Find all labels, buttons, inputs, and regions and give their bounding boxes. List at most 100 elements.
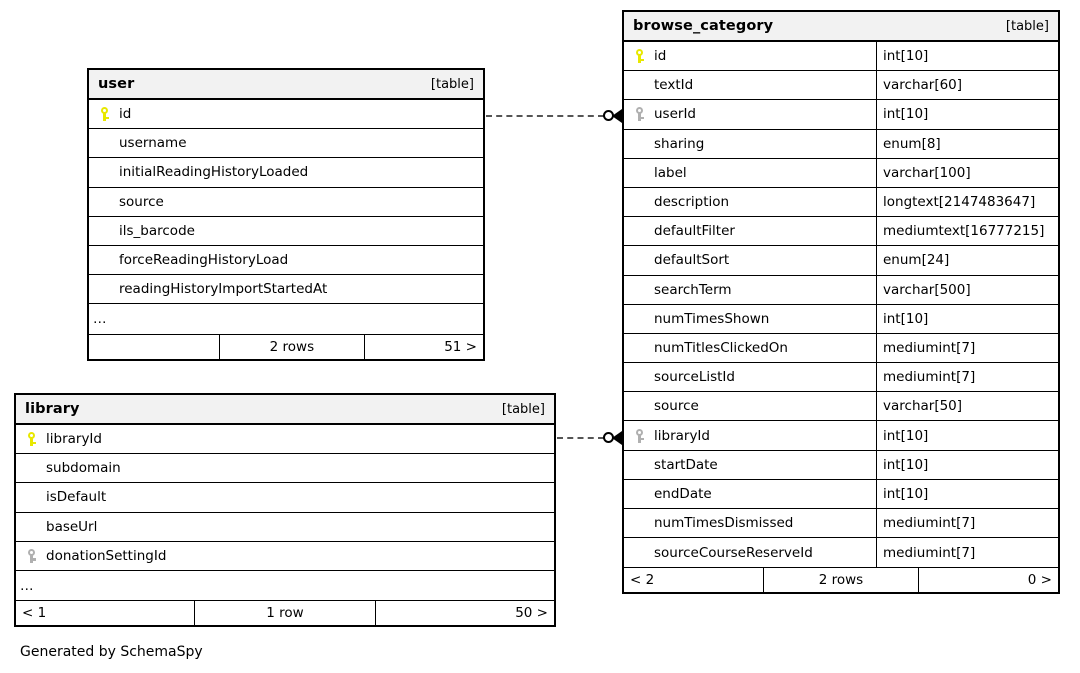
- table-row[interactable]: numTitlesClickedOn mediumint[7]: [624, 333, 1058, 364]
- table-row[interactable]: numTimesDismissed mediumint[7]: [624, 509, 1058, 539]
- table-library-footer: < 1 1 row 50 >: [16, 600, 554, 626]
- table-row[interactable]: textId varchar[60]: [624, 71, 1058, 101]
- table-row[interactable]: username: [89, 129, 483, 159]
- primary-key-icon: [95, 106, 115, 122]
- table-row[interactable]: userId int[10]: [624, 100, 1058, 130]
- column-label: textId: [654, 77, 694, 94]
- table-library-header: library [table]: [16, 395, 554, 425]
- no-key-icon: [630, 136, 650, 152]
- column-name-cell: source: [89, 188, 483, 216]
- column-type-cell: mediumint[7]: [876, 509, 1058, 538]
- table-browse-category[interactable]: browse_category [table] id int[10] textI…: [622, 10, 1060, 595]
- column-label: id: [119, 106, 132, 123]
- column-label: description: [654, 194, 730, 211]
- column-type-cell: int[10]: [876, 450, 1058, 479]
- column-type-cell: enum[24]: [876, 246, 1058, 275]
- no-key-icon: [630, 340, 650, 356]
- table-library[interactable]: library [table] libraryId subdomain: [14, 393, 556, 628]
- column-type-cell: mediumint[7]: [876, 333, 1058, 363]
- column-label: id: [654, 48, 667, 65]
- no-key-icon: [95, 223, 115, 239]
- prev-page-button[interactable]: [89, 335, 219, 359]
- table-row[interactable]: libraryId int[10]: [624, 421, 1058, 451]
- table-row[interactable]: sourceListId mediumint[7]: [624, 363, 1058, 393]
- table-row[interactable]: endDate int[10]: [624, 479, 1058, 509]
- table-row[interactable]: id int[10]: [624, 42, 1058, 72]
- column-type-cell: varchar[100]: [876, 158, 1058, 187]
- table-row[interactable]: sourceCourseReserveId mediumint[7]: [624, 538, 1058, 568]
- column-name-cell: ils_barcode: [89, 217, 483, 245]
- column-name-cell: username: [89, 129, 483, 157]
- table-browse-category-tag: [table]: [1005, 18, 1049, 34]
- relationship-line: [486, 115, 604, 117]
- table-row[interactable]: defaultFilter mediumtext[16777215]: [624, 217, 1058, 247]
- column-name-cell: id: [624, 42, 876, 70]
- table-row[interactable]: source: [89, 188, 483, 217]
- table-row[interactable]: forceReadingHistoryLoad: [89, 246, 483, 276]
- no-key-icon: [630, 398, 650, 414]
- table-library-columns: libraryId subdomain isDefault baseUrl: [16, 425, 554, 600]
- column-type-cell: int[10]: [876, 479, 1058, 508]
- table-row[interactable]: ils_barcode: [89, 217, 483, 246]
- table-row[interactable]: description longtext[2147483647]: [624, 187, 1058, 218]
- more-columns-row[interactable]: …: [89, 304, 483, 333]
- no-key-icon: [630, 369, 650, 385]
- table-row[interactable]: donationSettingId: [16, 542, 554, 571]
- no-key-icon: [95, 281, 115, 297]
- no-key-icon: [630, 457, 650, 473]
- table-row[interactable]: id: [89, 100, 483, 130]
- table-row[interactable]: readingHistoryImportStartedAt: [89, 275, 483, 305]
- table-row[interactable]: startDate int[10]: [624, 450, 1058, 480]
- column-name-cell: numTitlesClickedOn: [624, 334, 876, 362]
- table-row[interactable]: sharing enum[8]: [624, 129, 1058, 159]
- column-name-cell: userId: [624, 100, 876, 128]
- more-columns-row[interactable]: …: [16, 571, 554, 600]
- column-label: userId: [654, 106, 696, 123]
- column-name-cell: textId: [624, 71, 876, 99]
- column-type-cell: varchar[60]: [876, 71, 1058, 100]
- no-key-icon: [95, 164, 115, 180]
- column-type-cell: int[10]: [876, 42, 1058, 71]
- column-label: source: [654, 398, 699, 415]
- column-name-cell: defaultFilter: [624, 217, 876, 245]
- table-row[interactable]: subdomain: [16, 454, 554, 484]
- column-label: sharing: [654, 135, 705, 152]
- table-browse-category-columns: id int[10] textId varchar[60] userId: [624, 42, 1058, 568]
- generated-by-caption: Generated by SchemaSpy: [20, 644, 203, 660]
- table-row[interactable]: label varchar[100]: [624, 158, 1058, 188]
- no-key-icon: [22, 489, 42, 505]
- no-key-icon: [630, 77, 650, 93]
- column-type-cell: varchar[50]: [876, 392, 1058, 421]
- column-type-cell: int[10]: [876, 100, 1058, 129]
- column-label: defaultSort: [654, 252, 730, 269]
- column-name-cell: subdomain: [16, 454, 554, 482]
- column-label: isDefault: [46, 489, 107, 506]
- prev-page-button[interactable]: < 1: [22, 605, 47, 622]
- table-row[interactable]: source varchar[50]: [624, 392, 1058, 422]
- column-name-cell: isDefault: [16, 483, 554, 511]
- table-row[interactable]: baseUrl: [16, 513, 554, 542]
- foreign-key-icon: [630, 428, 650, 444]
- table-row[interactable]: defaultSort enum[24]: [624, 246, 1058, 276]
- next-page-button[interactable]: 0 >: [1027, 572, 1052, 589]
- ellipsis-cell: …: [16, 571, 554, 600]
- next-page-button[interactable]: 51 >: [444, 338, 477, 355]
- table-row[interactable]: libraryId: [16, 425, 554, 455]
- next-page-button[interactable]: 50 >: [515, 605, 548, 622]
- column-name-cell: description: [624, 188, 876, 216]
- foreign-key-icon: [22, 548, 42, 564]
- column-label: endDate: [654, 485, 712, 502]
- table-row[interactable]: numTimesShown int[10]: [624, 304, 1058, 334]
- column-name-cell: baseUrl: [16, 513, 554, 541]
- no-key-icon: [630, 223, 650, 239]
- column-label: baseUrl: [46, 518, 98, 535]
- table-row[interactable]: searchTerm varchar[500]: [624, 275, 1058, 305]
- column-label: ils_barcode: [119, 222, 195, 239]
- table-browse-category-footer: < 2 2 rows 0 >: [624, 567, 1058, 593]
- column-label: donationSettingId: [46, 547, 167, 564]
- table-row[interactable]: initialReadingHistoryLoaded: [89, 158, 483, 188]
- column-label: numTitlesClickedOn: [654, 339, 788, 356]
- prev-page-button[interactable]: < 2: [630, 572, 655, 589]
- table-user[interactable]: user [table] id username: [87, 68, 485, 361]
- table-row[interactable]: isDefault: [16, 483, 554, 513]
